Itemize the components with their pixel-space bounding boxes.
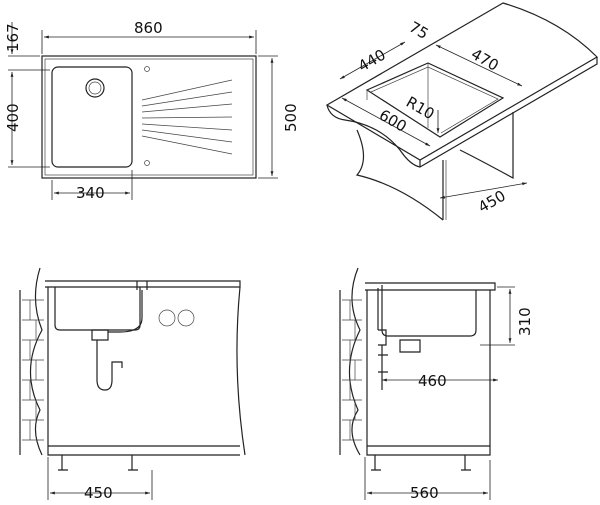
iso-view xyxy=(325,2,598,221)
dim-400: 400 xyxy=(4,103,22,132)
drain-icon xyxy=(85,78,105,98)
dim-860: 860 xyxy=(134,19,163,37)
side-view xyxy=(339,267,515,500)
dim-560: 560 xyxy=(410,484,439,502)
dim-500: 500 xyxy=(282,103,300,132)
dim-440: 440 xyxy=(355,46,389,76)
dim-340: 340 xyxy=(76,184,105,202)
drainboard-grooves xyxy=(141,79,233,155)
sink-outline xyxy=(41,55,257,179)
dim-310: 310 xyxy=(516,307,534,336)
front-view xyxy=(19,267,246,500)
dim-75: 75 xyxy=(406,18,432,43)
dim-460: 460 xyxy=(418,372,447,390)
bowl-outline xyxy=(51,66,133,168)
dim-450-front: 450 xyxy=(84,484,113,502)
dim-167: 167 xyxy=(4,23,22,52)
plan-view xyxy=(8,22,278,200)
